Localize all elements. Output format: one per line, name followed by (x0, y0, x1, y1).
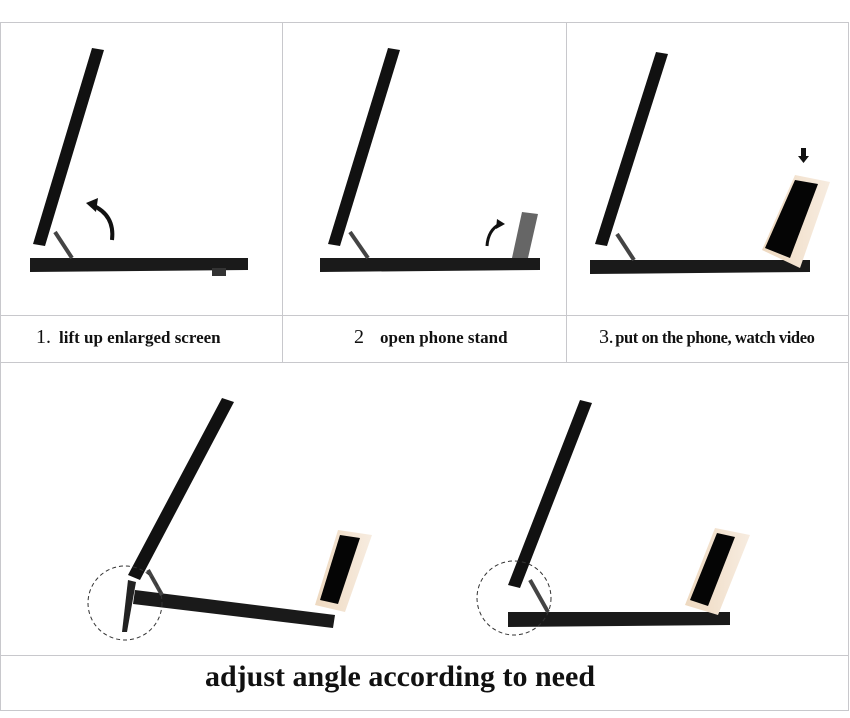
step-number: 2 (354, 326, 364, 348)
grid-line (282, 22, 283, 362)
grid-line (0, 22, 849, 23)
step-3-caption: 3.put on the phone, watch video (599, 326, 815, 349)
grid-line (848, 22, 849, 710)
grid-line (566, 22, 567, 362)
step-label: open phone stand (380, 328, 508, 347)
stand-open-phone-stand-illustration (320, 48, 540, 272)
grid-line (0, 22, 1, 710)
grid-line (0, 315, 849, 316)
step-number: 1. (36, 326, 51, 348)
grid-line (0, 362, 849, 363)
step-label: put on the phone, watch video (615, 328, 815, 347)
step-2-caption: 2 open phone stand (354, 326, 508, 349)
highlight-circle (476, 560, 552, 636)
stand-angle-high-illustration (476, 400, 750, 636)
step-1-caption: 1. lift up enlarged screen (36, 326, 221, 349)
stand-angle-low-illustration (87, 398, 372, 641)
grid-line (0, 655, 849, 656)
highlight-circle (87, 565, 163, 641)
down-arrow-icon (798, 148, 809, 163)
footer-caption: adjust angle according to need (205, 660, 595, 693)
step-number: 3. (599, 326, 614, 348)
step-label: lift up enlarged screen (59, 328, 221, 347)
stand-lift-screen-illustration (30, 48, 248, 276)
stand-with-phone-illustration (590, 52, 830, 274)
grid-line (0, 710, 849, 711)
